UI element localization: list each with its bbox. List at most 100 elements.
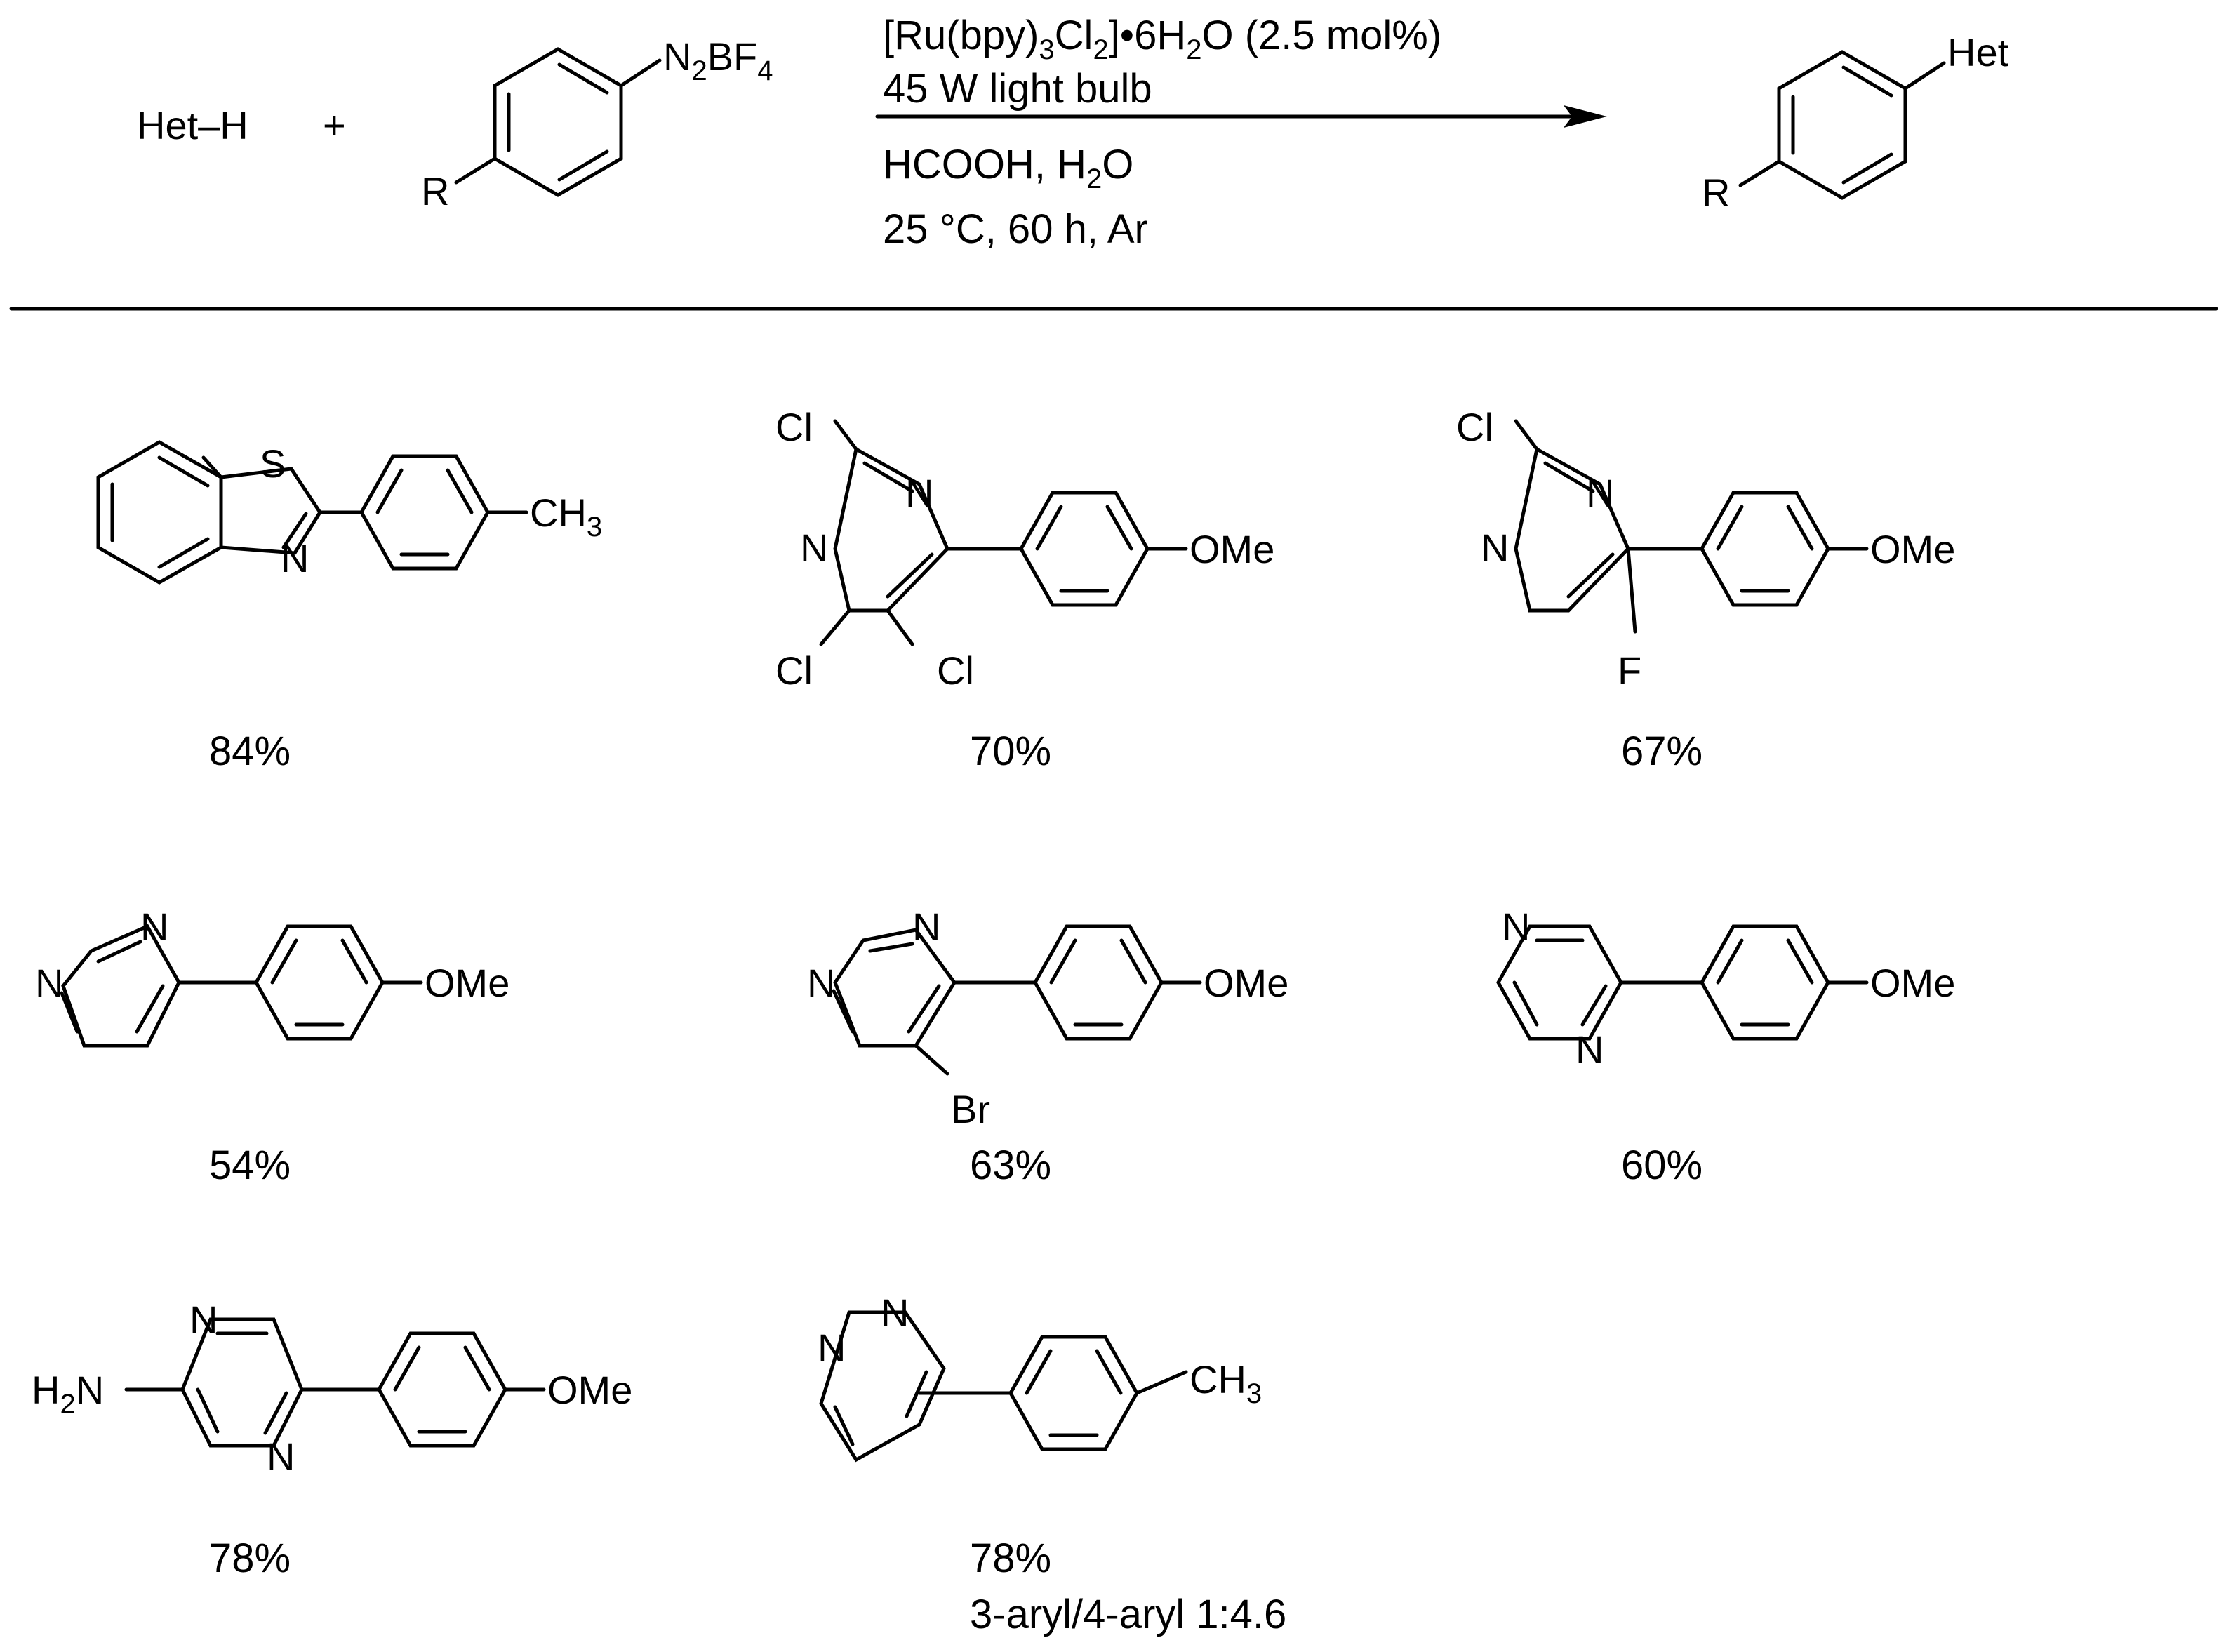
ring-double-bond xyxy=(1543,461,1595,493)
ring-double-bond xyxy=(446,468,474,514)
benzene-ring-bonds xyxy=(1777,50,1907,200)
general-product-structure: Het R xyxy=(1702,30,2009,215)
methoxy-label: OMe xyxy=(425,961,509,1005)
nitrogen-atom: N xyxy=(912,905,940,949)
reaction-equation: Het–H + N2BF4 R [Ru(bpy)3Cl2]•6H2O (2.5 … xyxy=(137,13,2009,252)
ring-double-bond xyxy=(196,1387,220,1434)
product-8-regio-ratio: 3-aryl/4-aryl 1:4.6 xyxy=(970,1592,1286,1637)
pyrimidine-ring-bonds xyxy=(61,924,181,1048)
ring-double-bond xyxy=(1049,938,1077,985)
ring-double-bond xyxy=(557,149,609,182)
ring-double-bond xyxy=(263,1391,288,1435)
product-3-structure: Cl N N F OMe xyxy=(1456,405,1955,693)
ring-double-bond xyxy=(1841,65,1893,98)
product-1-structure: S N CH3 xyxy=(96,440,602,585)
ring-double-bond xyxy=(1841,152,1893,185)
phenyl-ring-bonds xyxy=(1700,924,1830,1041)
ring-double-bond xyxy=(1716,938,1744,985)
phenyl-ring-bonds xyxy=(254,924,385,1041)
product-6-yield: 60% xyxy=(1621,1143,1702,1188)
ring-double-bond xyxy=(135,984,165,1034)
ring-double-bond xyxy=(907,984,941,1034)
c2-n-bond xyxy=(293,510,322,555)
ring-double-bond xyxy=(1119,938,1147,985)
ring-double-bond xyxy=(1786,938,1814,985)
ring-double-bond xyxy=(886,552,934,599)
c-cl-bond xyxy=(1514,419,1539,451)
product-8-yield: 78% xyxy=(970,1536,1051,1581)
c-cl-bond xyxy=(819,608,851,646)
chlorine-atom: Cl xyxy=(775,405,813,449)
product-3-yield: 67% xyxy=(1621,728,1702,774)
ring-double-bond xyxy=(833,1405,855,1446)
substituent-r: R xyxy=(421,169,449,213)
ring-double-bond xyxy=(1512,980,1539,1027)
ring-double-bond xyxy=(340,938,368,985)
nitrogen-atom: N xyxy=(140,905,168,949)
diazonium-label: N2BF4 xyxy=(663,34,773,86)
plus-sign: + xyxy=(323,103,346,147)
ring-double-bond xyxy=(557,62,609,95)
c-cl-bond xyxy=(886,608,914,646)
aryl-n-bond xyxy=(619,58,662,88)
ring-double-bond xyxy=(1566,552,1615,599)
ring-double-bond xyxy=(375,468,404,514)
c-f-bond xyxy=(1626,547,1637,634)
phenyl-ring-bonds xyxy=(359,454,490,571)
chlorine-atom: Cl xyxy=(775,648,813,693)
pyrimidine-ring-bonds xyxy=(1514,446,1630,613)
ring-double-bond xyxy=(832,989,855,1034)
c-cl-bond xyxy=(833,419,858,451)
pyridazine-ring-bonds xyxy=(819,1310,946,1463)
nitrogen-atom: N xyxy=(1481,526,1509,570)
reactant-het-h: Het–H xyxy=(137,103,248,147)
c-n-bond xyxy=(219,545,297,555)
aryl-r-bond xyxy=(454,156,497,185)
c2-n-double-bond xyxy=(281,512,308,549)
product-7-structure: N N H2N OMe xyxy=(32,1298,632,1479)
product-5-structure: N N Br OMe xyxy=(807,905,1288,1131)
methoxy-label: OMe xyxy=(1870,527,1955,571)
product-1-yield: 84% xyxy=(209,728,291,774)
nitrogen-atom: N xyxy=(818,1326,846,1370)
phenyl-ring-bonds xyxy=(1700,491,1830,607)
methyl-label: CH3 xyxy=(530,491,602,542)
nitrogen-atom: N xyxy=(881,1291,909,1335)
nitrogen-atom: N xyxy=(1586,471,1614,515)
ring-double-bond xyxy=(463,1345,491,1392)
product-8-structure: N N CH3 xyxy=(818,1291,1262,1463)
reaction-arrow-head xyxy=(1564,105,1607,128)
ring-double-bond xyxy=(1716,505,1744,551)
product-7-yield: 78% xyxy=(209,1536,291,1581)
product-2-yield: 70% xyxy=(970,728,1051,774)
product-4-structure: N N OMe xyxy=(35,905,509,1048)
nitrogen-atom: N xyxy=(267,1434,295,1479)
ring-double-bond xyxy=(868,942,914,953)
c-s-bond xyxy=(201,455,223,479)
reaction-conditions: [Ru(bpy)3Cl2]•6H2O (2.5 mol%) 45 W light… xyxy=(875,13,1607,252)
nitrogen-atom: N xyxy=(905,471,933,515)
nitrogen-atom: N xyxy=(189,1298,218,1342)
amino-label: H2N xyxy=(32,1368,104,1420)
product-2-structure: Cl N N Cl Cl OMe xyxy=(775,405,1274,693)
methyl-label: CH3 xyxy=(1190,1357,1262,1409)
solvent-text: HCOOH, H2O xyxy=(883,142,1133,194)
phenyl-ring-bonds xyxy=(1008,1335,1139,1451)
methoxy-label: OMe xyxy=(1204,961,1288,1005)
sulfur-atom: S xyxy=(260,441,286,486)
benzene-ring-bonds xyxy=(493,47,623,197)
aryl-methyl-bond xyxy=(1135,1370,1188,1395)
phenyl-ring-bonds xyxy=(377,1331,507,1448)
ring-double-bond xyxy=(1580,984,1608,1027)
ring-double-bond xyxy=(1095,1349,1123,1395)
catalyst-text: [Ru(bpy)3Cl2]•6H2O (2.5 mol%) xyxy=(883,13,1441,65)
product-5-yield: 63% xyxy=(970,1143,1051,1188)
phenyl-ring-bonds xyxy=(1019,491,1150,607)
s-c2-bond xyxy=(289,467,322,514)
nitrogen-atom: N xyxy=(807,961,835,1005)
ring-double-bond xyxy=(1035,505,1063,551)
ring-double-bond xyxy=(60,991,79,1034)
aryl-diazonium-structure: N2BF4 R xyxy=(421,34,773,213)
nitrogen-atom: N xyxy=(1575,1027,1604,1072)
